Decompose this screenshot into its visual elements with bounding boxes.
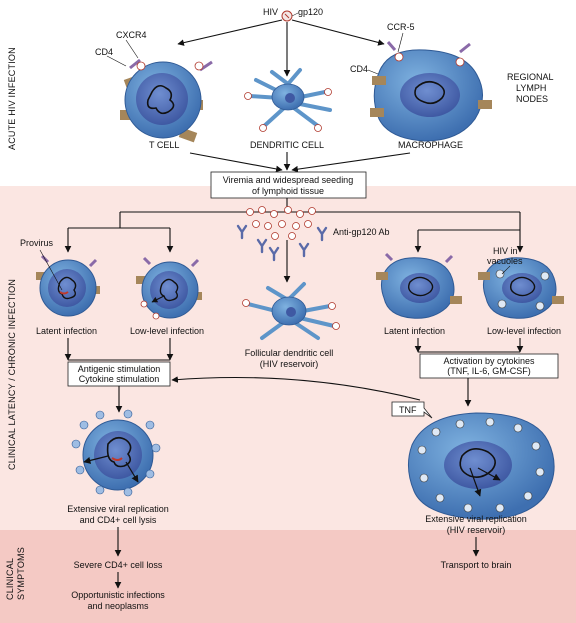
macrophage-icon bbox=[370, 41, 492, 142]
t-cell-label: T CELL bbox=[149, 140, 179, 150]
lowlevel-infection-left-label: Low-level infection bbox=[130, 326, 204, 336]
cd4-right-label: CD4 bbox=[350, 64, 368, 74]
follicular-label-2: (HIV reservoir) bbox=[260, 359, 319, 369]
severe-cd4-loss-label: Severe CD4+ cell loss bbox=[74, 560, 163, 570]
ext-right-label-1: Extensive viral replication bbox=[425, 514, 527, 524]
ext-left-label-1: Extensive viral replication bbox=[67, 504, 169, 514]
activation-line-2: (TNF, IL-6, GM-CSF) bbox=[447, 366, 531, 376]
ext-left-label-2: and CD4+ cell lysis bbox=[80, 515, 157, 525]
transport-to-brain-label: Transport to brain bbox=[441, 560, 512, 570]
lowlevel-infection-right-label: Low-level infection bbox=[487, 326, 561, 336]
latent-infection-left-label: Latent infection bbox=[36, 326, 97, 336]
ext-right-label-2: (HIV reservoir) bbox=[447, 525, 506, 535]
hiv-vacuoles-label-1: HIV in bbox=[493, 246, 518, 256]
provirus-label: Provirus bbox=[20, 238, 54, 248]
tnf-label: TNF bbox=[399, 405, 417, 415]
hiv-virion-icon bbox=[281, 10, 299, 22]
right-branch-connector bbox=[418, 212, 521, 231]
replicating-macrophage-icon bbox=[408, 412, 555, 520]
t-cell-icon bbox=[120, 58, 213, 143]
tnf-callout bbox=[391, 401, 433, 419]
cd4-left-label: CD4 bbox=[95, 47, 113, 57]
regional-label-3: NODES bbox=[516, 94, 548, 104]
antigenic-line-2: Cytokine stimulation bbox=[79, 374, 160, 384]
opportunistic-label-1: Opportunistic infections bbox=[71, 590, 165, 600]
viremia-line-1: Viremia and widespread seeding bbox=[223, 175, 353, 185]
follicular-dendritic-cell-icon bbox=[242, 282, 340, 340]
lowlevel-macrophage-icon bbox=[478, 257, 564, 319]
arrow-hiv-macrophage bbox=[291, 19, 385, 46]
hiv-vacuoles-label-2: vacuoles bbox=[487, 256, 523, 266]
dendritic-cell-icon bbox=[244, 68, 332, 132]
viremia-line-2: of lymphoid tissue bbox=[252, 186, 324, 196]
ccr5-label: CCR-5 bbox=[387, 22, 415, 32]
virus-cluster-icon bbox=[246, 206, 316, 240]
gp120-label: gp120 bbox=[298, 7, 323, 17]
arrow-tnf-to-antigenic bbox=[171, 376, 421, 401]
symptoms-section-bg bbox=[0, 530, 576, 623]
regional-label-2: LYMPH bbox=[516, 83, 546, 93]
latent-t-cell-icon bbox=[36, 254, 100, 317]
latent-macrophage-icon bbox=[376, 252, 462, 319]
antigenic-line-1: Antigenic stimulation bbox=[78, 364, 161, 374]
activation-line-1: Activation by cytokines bbox=[443, 356, 535, 366]
section-label-latency: CLINICAL LATENCY / CHRONIC INFECTION bbox=[7, 279, 17, 470]
opportunistic-label-2: and neoplasms bbox=[87, 601, 149, 611]
activation-cytokines-box bbox=[419, 353, 559, 379]
section-label-symptoms-1: CLINICAL bbox=[5, 558, 15, 600]
viremia-box bbox=[210, 171, 367, 199]
hiv-label: HIV bbox=[263, 7, 278, 17]
cxcr4-label: CXCR4 bbox=[116, 30, 147, 40]
section-label-symptoms-2: SYMPTOMS bbox=[16, 547, 26, 600]
left-branch-connector bbox=[68, 212, 170, 229]
arrow-mac-viremia bbox=[291, 152, 411, 173]
replicating-t-cell-icon bbox=[71, 409, 161, 497]
macrophage-label: MACROPHAGE bbox=[398, 140, 463, 150]
arrow-tcell-viremia bbox=[189, 152, 283, 173]
latent-infection-right-label: Latent infection bbox=[384, 326, 445, 336]
anti-gp120-ab-label: Anti-gp120 Ab bbox=[333, 227, 390, 237]
antibody-icon bbox=[236, 224, 328, 262]
arrow-hiv-tcell bbox=[177, 19, 283, 46]
lowlevel-t-cell-icon bbox=[136, 256, 202, 320]
dendritic-cell-label: DENDRITIC CELL bbox=[250, 140, 324, 150]
follicular-label-1: Follicular dendritic cell bbox=[245, 348, 334, 358]
regional-label-1: REGIONAL bbox=[507, 72, 554, 82]
section-label-acute: ACUTE HIV INFECTION bbox=[7, 47, 17, 150]
